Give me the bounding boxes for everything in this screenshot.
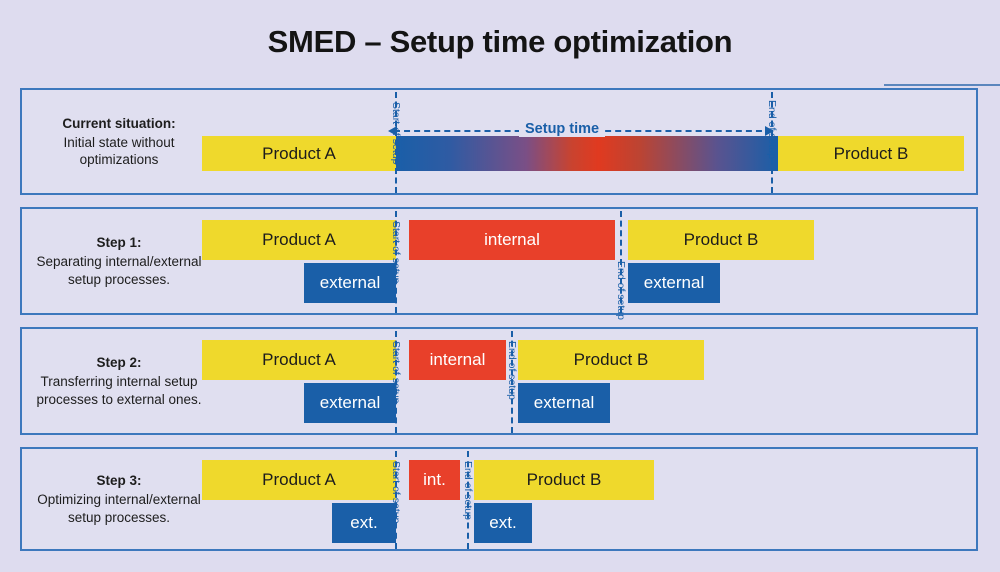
row-step-3: Step 3: Optimizing internal/external set… xyxy=(20,447,978,551)
row-step-2: Step 2: Transferring internal setup proc… xyxy=(20,327,978,435)
bar-setup-gradient xyxy=(396,136,778,171)
bar-product-a: Product A xyxy=(202,460,396,500)
border-artifact xyxy=(884,84,1000,86)
row-label-step-2: Step 2: Transferring internal setup proc… xyxy=(26,329,212,433)
marker-end-of-setup xyxy=(620,211,622,313)
bar-external-right: ext. xyxy=(474,503,532,543)
row-heading: Step 3: xyxy=(96,473,142,489)
bar-external-left: external xyxy=(304,383,396,423)
row-heading: Step 1: xyxy=(96,235,142,251)
label-end-of-setup: End of setup xyxy=(462,461,474,520)
bar-product-b: Product B xyxy=(778,136,964,171)
marker-start-of-setup xyxy=(395,92,397,193)
row-description: Initial state without optimizations xyxy=(63,134,175,168)
bar-product-a: Product A xyxy=(202,136,396,171)
bar-product-b: Product B xyxy=(628,220,814,260)
row-description: Separating internal/external setup proce… xyxy=(36,254,202,287)
page-title: SMED – Setup time optimization xyxy=(267,24,733,59)
row-step-1: Step 1: Separating internal/external set… xyxy=(20,207,978,320)
bar-internal: internal xyxy=(409,220,615,260)
bar-internal: internal xyxy=(409,340,506,380)
setup-time-arrowhead-right xyxy=(765,126,774,136)
marker-end-of-setup xyxy=(467,451,469,549)
row-description: Optimizing internal/external setup proce… xyxy=(37,492,201,525)
row-description: Transferring internal setup processes to… xyxy=(36,374,202,407)
row-current-situation: Current situation: Initial state without… xyxy=(20,84,1000,195)
row-label-current-situation: Current situation: Initial state without… xyxy=(26,90,212,193)
row-heading: Current situation: xyxy=(62,115,176,131)
bar-external-left: ext. xyxy=(332,503,396,543)
setup-time-label: Setup time xyxy=(519,121,606,137)
setup-time-arrowhead-left xyxy=(388,126,397,136)
marker-start-of-setup xyxy=(395,451,397,549)
bar-external-left: external xyxy=(304,263,396,303)
label-end-of-setup: End of setup xyxy=(506,341,518,400)
timeline-step-3: Product A int. ext. Product B ext. Start… xyxy=(22,449,976,549)
row-label-step-3: Step 3: Optimizing internal/external set… xyxy=(26,449,212,549)
bar-product-a: Product A xyxy=(202,220,396,260)
bar-external-right: external xyxy=(518,383,610,423)
label-end-of-setup: End of setup xyxy=(615,261,627,320)
marker-end-of-setup xyxy=(511,331,513,433)
label-start-of-setup: Start of setup xyxy=(390,341,402,404)
marker-start-of-setup xyxy=(395,211,397,313)
label-start-of-setup: Start of setup xyxy=(390,221,402,284)
bar-product-a: Product A xyxy=(202,340,396,380)
bar-product-b: Product B xyxy=(518,340,704,380)
bar-external-right: external xyxy=(628,263,720,303)
timeline-step-1: Product A internal external Product B ex… xyxy=(22,209,976,320)
timeline-step-2: Product A internal external Product B ex… xyxy=(22,329,976,433)
row-heading: Step 2: xyxy=(96,355,142,371)
timeline-current-situation: Product A Product B Start of setup End o… xyxy=(22,90,976,193)
marker-end-of-setup xyxy=(771,92,773,193)
bar-internal: int. xyxy=(409,460,460,500)
marker-start-of-setup xyxy=(395,331,397,433)
label-start-of-setup: Start of setup xyxy=(390,461,402,524)
bar-product-b: Product B xyxy=(474,460,654,500)
row-label-step-1: Step 1: Separating internal/external set… xyxy=(26,209,212,313)
